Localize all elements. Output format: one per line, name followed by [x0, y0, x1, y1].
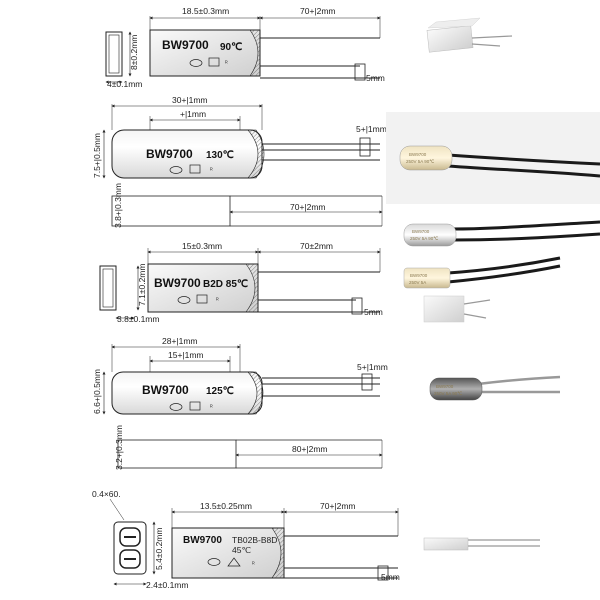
d5-height: 5.4±0.2mm [154, 528, 164, 570]
photo-2-label1: BW9700 [409, 152, 427, 157]
d2-thickness: 3.8+|0.3mm [113, 183, 123, 228]
d1-thickness: 4±0.1mm [107, 79, 142, 89]
diagram-4: BW9700 125℃ ᴿ 28+|1mm 15+|1mm 6.6+|0.5mm… [92, 336, 388, 470]
d4-thickness: 3.2+|0.3mm [114, 425, 124, 470]
d3-height: 7.1±0.2mm [137, 264, 147, 306]
photo-2-metal-wired: BW9700 250V 5A 90℃ [386, 112, 600, 204]
d4-temp: 125℃ [206, 386, 234, 397]
d2-model: BW9700 [146, 147, 193, 161]
d5-lead-w: 5mm [381, 572, 400, 582]
photo-4-label1: BW9700 [410, 273, 428, 278]
photo-3-label1: BW9700 [412, 229, 430, 234]
photo-6-label1: BW9700 [436, 384, 454, 389]
d3-model: BW9700 [154, 276, 201, 290]
d3-body-len: 15±0.3mm [182, 241, 222, 251]
d4-lead-len: 80+|2mm [292, 444, 328, 454]
d3-temp: B2D 85℃ [203, 279, 248, 290]
d3-thickness: 3.8±0.1mm [117, 314, 159, 324]
d4-height: 6.6+|0.5mm [92, 369, 102, 414]
d4-total-len: 28+|1mm [162, 336, 198, 346]
d4-lead-pitch: 5+|1mm [357, 362, 388, 372]
d2-lead-pitch: 5+|1mm [356, 124, 387, 134]
photo-6-label2: 250V 5A 90℃ [434, 391, 463, 396]
d1-model: BW9700 [162, 38, 209, 52]
d1-lead-w: 5mm [366, 73, 385, 83]
photo-4-box-wired: BW9700 250V 5A [403, 256, 561, 289]
svg-text:ᴿ: ᴿ [210, 167, 213, 174]
d5-cert-marks: ᴿ [207, 557, 255, 568]
d4-model: BW9700 [142, 383, 189, 397]
d2-total-len: 30+|1mm [172, 95, 208, 105]
photo-6-metal-wired: BW9700 250V 5A 90℃ [429, 375, 561, 401]
svg-text:ᴿ: ᴿ [210, 404, 213, 411]
photo-2-label2: 250V 5A 90℃ [406, 159, 435, 164]
d2-cert-marks: ᴿ [169, 164, 213, 174]
d2-height: 7.5+|0.5mm [92, 133, 102, 178]
d2-temp: 130℃ [206, 150, 234, 161]
d5-pin: 0.4×60. [92, 489, 121, 499]
photo-3-label2: 250V 5A 90℃ [410, 236, 439, 241]
d5-thickness: 2.4±0.1mm [146, 580, 188, 590]
photo-4-label2: 250V 5A [409, 280, 426, 285]
d5-part: TB02B-B8D [232, 535, 277, 545]
d5-lead-len: 70+|2mm [320, 501, 356, 511]
diagram-3: 3.8±0.1mm 7.1±0.2mm BW9700 B2D 85℃ ᴿ 15±… [99, 241, 383, 324]
d5-model: BW9700 [183, 535, 222, 546]
diagram-1: 4±0.1mm 8±0.2mm BW9700 90℃ ᴿ 18.5±0.3mm … [105, 6, 385, 89]
svg-text:ᴿ: ᴿ [252, 561, 255, 568]
svg-text:ᴿ: ᴿ [225, 60, 228, 67]
d1-cert-marks: ᴿ [189, 57, 228, 67]
d5-temp: 45℃ [232, 545, 251, 555]
d4-inner-len: 15+|1mm [168, 350, 204, 360]
photo-3-metal-wired: BW9700 250V 5A 90℃ [403, 220, 600, 247]
d4-cert-marks: ᴿ [169, 401, 213, 411]
d2-inner-len: +|1mm [180, 109, 206, 119]
d1-body-len: 18.5±0.3mm [182, 6, 229, 16]
d3-cert-marks: ᴿ [177, 294, 219, 304]
d1-height: 8±0.2mm [129, 35, 139, 70]
svg-text:ᴿ: ᴿ [216, 297, 219, 304]
d5-body-len: 13.5±0.25mm [200, 501, 252, 511]
photo-7-flat-wired [423, 537, 540, 551]
diagram-5: 0.4×60. 5.4±0.2mm 2.4±0.1mm BW9700 TB02B… [92, 489, 400, 590]
d3-lead-w: 5mm [364, 307, 383, 317]
d1-temp: 90℃ [220, 42, 242, 53]
photo-5-white-box [423, 295, 491, 323]
photo-1-white-box [426, 17, 513, 53]
diagram-2: BW9700 130℃ ᴿ 30+|1mm +|1mm 7.5+|0.5mm 5… [92, 95, 387, 228]
d3-lead-len: 70±2mm [300, 241, 333, 251]
d2-lead-len: 70+|2mm [290, 202, 326, 212]
d1-lead-len: 70+|2mm [300, 6, 336, 16]
